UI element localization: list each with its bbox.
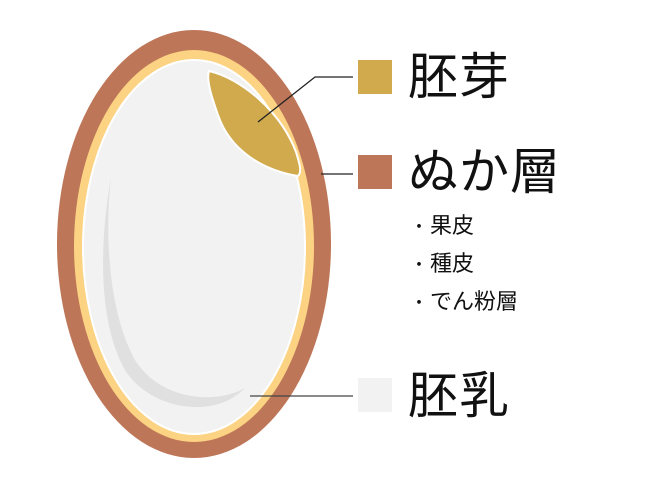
- sub-item-label: 果皮: [430, 214, 475, 239]
- endosperm-swatch: [358, 378, 392, 412]
- germ-swatch: [358, 60, 392, 94]
- bran-sub-item: ・果皮: [410, 208, 518, 246]
- bullet-icon: ・: [410, 255, 428, 276]
- bullet-icon: ・: [410, 293, 428, 314]
- sub-item-label: でん粉層: [430, 290, 519, 315]
- bran-sub-item: ・でん粉層: [410, 284, 518, 322]
- endosperm-label: 胚乳: [408, 367, 510, 425]
- bran-label: ぬか層: [408, 143, 561, 201]
- bran-sub-list: ・果皮 ・種皮 ・でん粉層: [410, 208, 518, 322]
- germ-leader-line: [257, 76, 353, 123]
- sub-item-label: 種皮: [430, 252, 475, 277]
- bran-sub-item: ・種皮: [410, 246, 518, 284]
- germ: [207, 70, 302, 177]
- bran-swatch: [358, 155, 392, 189]
- bullet-icon: ・: [410, 217, 428, 238]
- germ-label: 胚芽: [408, 48, 510, 106]
